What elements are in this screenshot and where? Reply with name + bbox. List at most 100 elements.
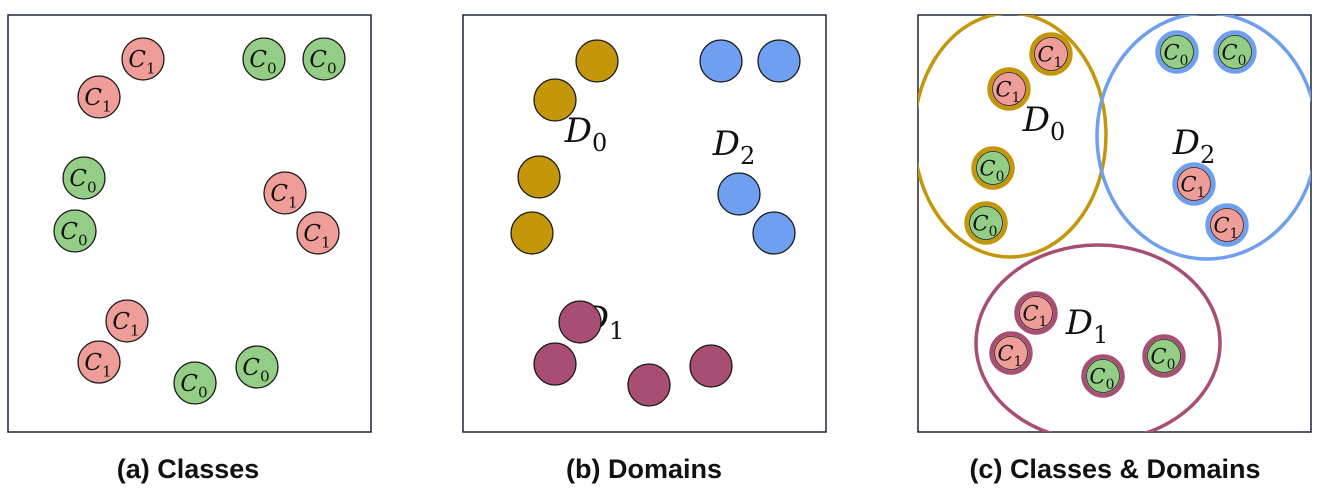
- sample-dot: [987, 67, 1031, 111]
- sample-dot: [77, 340, 121, 384]
- sample-dot: [1155, 30, 1199, 74]
- class-index: 0: [78, 231, 88, 249]
- sample-dot: [575, 39, 619, 83]
- sample-dot: [517, 155, 561, 199]
- domain-0-sample: [510, 211, 554, 255]
- sample-dot: [989, 331, 1033, 375]
- class-0-domain-2-sample: C0: [1155, 30, 1199, 74]
- sample-dot: [717, 172, 761, 216]
- panel-caption: (a) Classes: [117, 454, 260, 484]
- sample-dot: [296, 211, 340, 255]
- panel-items: [510, 39, 801, 407]
- sample-dot: [1014, 291, 1058, 335]
- sample-dot: [752, 211, 796, 255]
- sample-dot: [121, 37, 165, 81]
- class-index: 0: [327, 59, 337, 77]
- sample-dot: [533, 342, 577, 386]
- class-index: 0: [260, 367, 270, 385]
- domain-index: 2: [1200, 141, 1215, 169]
- class-index: 1: [130, 321, 140, 339]
- class-index: 1: [102, 362, 112, 380]
- class-index: 1: [102, 97, 112, 115]
- class-0-domain-2-sample: C0: [1213, 30, 1257, 74]
- domain-index: 2: [740, 142, 755, 170]
- sample-dot: [1213, 30, 1257, 74]
- class-index: 1: [1054, 55, 1063, 71]
- class-index: 1: [1197, 185, 1206, 201]
- class-1-domain-0-sample: C1: [987, 67, 1031, 111]
- class-1-domain-0-sample: C1: [1029, 32, 1073, 76]
- sample-dot: [1172, 162, 1216, 206]
- sample-dot: [510, 211, 554, 255]
- class-index: 0: [1180, 53, 1189, 69]
- sample-dot: [627, 363, 671, 407]
- class-0-domain-0-sample: C0: [964, 201, 1008, 245]
- sample-dot-inner-ring: [1160, 35, 1194, 69]
- sample-dot: [62, 156, 106, 200]
- class-index: 1: [146, 59, 156, 77]
- class-index: 1: [1014, 354, 1023, 370]
- sample-dot-inner-ring: [976, 151, 1010, 185]
- class-index: 0: [996, 169, 1005, 185]
- class-1-domain-1-sample: C1: [989, 331, 1033, 375]
- sample-dot: [558, 300, 602, 344]
- class-1-sample: C1: [296, 211, 340, 255]
- class-1-sample: C1: [263, 171, 307, 215]
- sample-dot-inner-ring: [994, 336, 1028, 370]
- domain-2-sample: [757, 39, 801, 83]
- class-1-sample: C1: [77, 340, 121, 384]
- domain-0-sample: [575, 39, 619, 83]
- class-0-sample: C0: [242, 37, 286, 81]
- domain-2-sample: [699, 39, 743, 83]
- domain-2-sample: [717, 172, 761, 216]
- domain-1-sample: [558, 300, 602, 344]
- class-index: 0: [1106, 377, 1115, 393]
- sample-dot: [1205, 203, 1249, 247]
- sample-dot: [235, 345, 279, 389]
- class-index: 0: [989, 224, 998, 240]
- class-0-domain-1-sample: C0: [1081, 354, 1125, 398]
- panel-caption: (c) Classes & Domains: [969, 454, 1260, 484]
- class-1-sample: C1: [77, 75, 121, 119]
- sample-dot: [1081, 354, 1125, 398]
- domain-1-ellipse: [974, 243, 1222, 432]
- domain-2-ellipse: [1095, 15, 1311, 261]
- domain-ellipses: [918, 15, 1311, 432]
- class-1-domain-2-sample: C1: [1172, 162, 1216, 206]
- domain-index: 1: [1093, 321, 1108, 349]
- domain-0-sample: [533, 78, 577, 122]
- class-index: 0: [87, 178, 97, 196]
- sample-dot: [53, 209, 97, 253]
- domain-1-sample: [533, 342, 577, 386]
- domain-index: 1: [609, 317, 624, 345]
- sample-dot-inner-ring: [1147, 339, 1181, 373]
- class-0-sample: C0: [53, 209, 97, 253]
- sample-dot: [1142, 334, 1186, 378]
- domain-0-sample: [517, 155, 561, 199]
- domain-index: 0: [592, 129, 607, 157]
- sample-dot: [263, 171, 307, 215]
- class-label: C0: [249, 47, 276, 77]
- panel-caption: (b) Domains: [566, 454, 722, 484]
- class-0-domain-0-sample: C0: [971, 146, 1015, 190]
- sample-dot: [1029, 32, 1073, 76]
- class-1-sample: C1: [121, 37, 165, 81]
- sample-dot-inner-ring: [1177, 167, 1211, 201]
- class-index: 1: [1230, 226, 1239, 242]
- sample-dot: [77, 75, 121, 119]
- sample-dot: [689, 344, 733, 388]
- class-0-sample: C0: [235, 345, 279, 389]
- class-index: 1: [288, 193, 298, 211]
- class-0-sample: C0: [62, 156, 106, 200]
- class-index: 1: [1012, 90, 1021, 106]
- sample-dot: [173, 361, 217, 405]
- class-0-domain-1-sample: C0: [1142, 334, 1186, 378]
- sample-dot: [105, 299, 149, 343]
- sample-dot-inner-ring: [969, 206, 1003, 240]
- domain-index: 0: [1050, 118, 1065, 146]
